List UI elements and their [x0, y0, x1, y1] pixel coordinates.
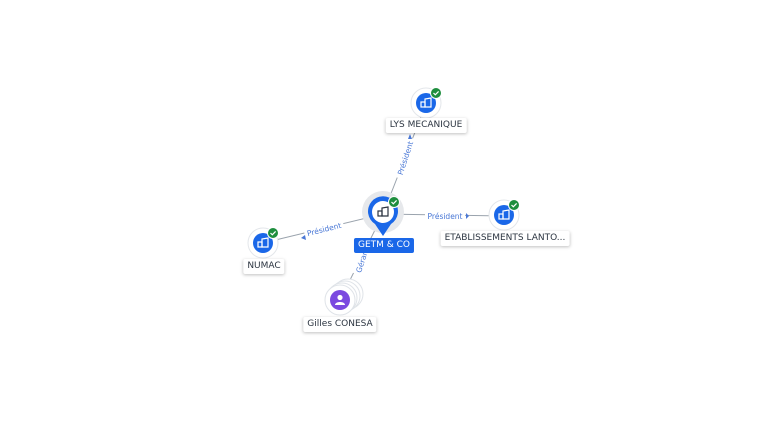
arrowhead-etab: [466, 213, 469, 219]
building-icon: [420, 97, 432, 108]
edge-label-numac: Président: [303, 218, 345, 239]
person-icon: [335, 294, 345, 305]
node-lys-mecanique[interactable]: [410, 87, 442, 119]
building-icon: [257, 237, 269, 248]
arrowhead-numac: [301, 235, 306, 240]
building-icon: [498, 209, 510, 220]
label-lys-mecanique[interactable]: LYS MECANIQUE: [385, 118, 467, 133]
arrowhead-lys: [408, 134, 412, 139]
label-gilles-conesa[interactable]: Gilles CONESA: [303, 317, 377, 332]
verified-check-icon: [388, 196, 400, 208]
label-numac[interactable]: NUMAC: [243, 259, 285, 274]
node-numac[interactable]: [247, 227, 279, 259]
node-etablissements[interactable]: [488, 199, 520, 231]
verified-check-icon: [267, 227, 279, 239]
edge-label-etab-text: Président: [428, 212, 463, 221]
building-icon: [377, 206, 389, 217]
label-center-getm[interactable]: GETM & CO: [353, 238, 415, 253]
verified-check-icon: [508, 199, 520, 211]
label-etablissements[interactable]: ETABLISSEMENTS LANTO...: [440, 231, 570, 246]
node-gilles-conesa[interactable]: [324, 278, 364, 316]
center-node-getm[interactable]: [362, 191, 404, 236]
verified-check-icon: [430, 87, 442, 99]
edge-label-etab: Président: [425, 210, 465, 221]
edge-label-lys: Président: [392, 136, 417, 180]
